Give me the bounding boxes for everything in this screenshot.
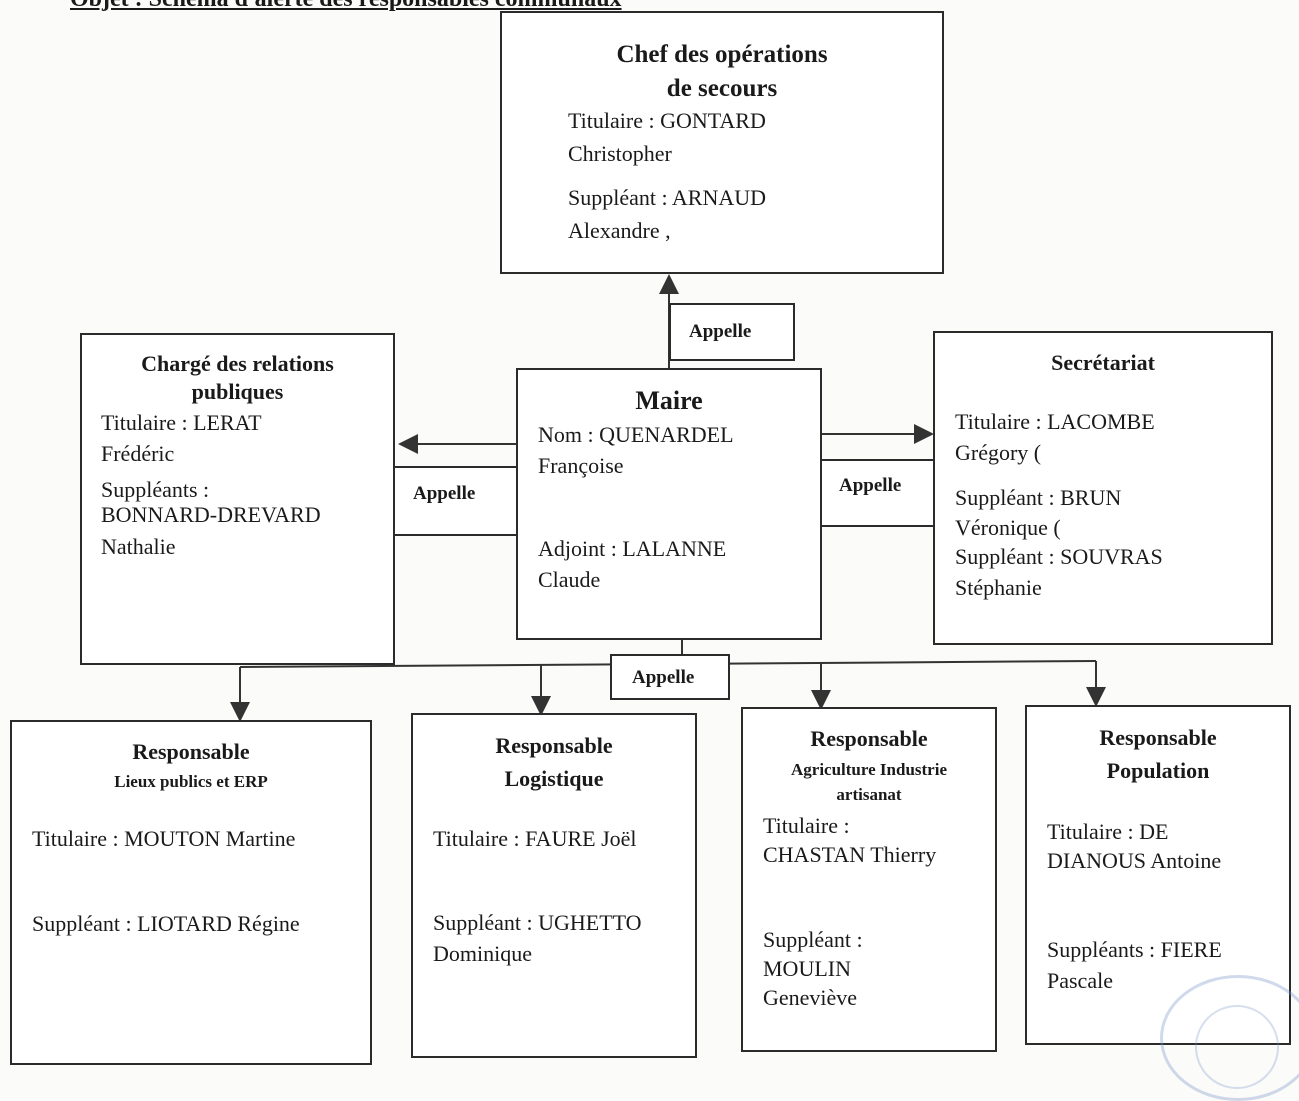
appelle-label-bottom: Appelle xyxy=(610,654,730,700)
secretariat-suppleant2-line1: Suppléant : SOUVRAS xyxy=(955,544,1163,569)
maire-nom-line2: Françoise xyxy=(538,453,624,478)
relations-titulaire-line1: Titulaire : LERAT xyxy=(101,410,262,435)
agriculture-subtitle-line2: artisanat xyxy=(836,785,902,804)
relations-title-line1: Chargé des relations xyxy=(141,351,334,376)
maire-adjoint-line1: Adjoint : LALANNE xyxy=(538,536,727,561)
secretariat-titulaire-line2: Grégory ( xyxy=(955,440,1042,465)
logistique-title-line1: Responsable xyxy=(495,733,613,758)
appelle-text: Appelle xyxy=(839,475,902,496)
population-suppleant-line1: Suppléants : FIERE xyxy=(1047,937,1222,962)
chef-suppleant-line2: Alexandre , xyxy=(568,218,671,243)
agriculture-suppleant-line2: MOULIN xyxy=(763,956,851,981)
relations-suppleant-line1: BONNARD-DREVARD xyxy=(101,502,321,527)
population-titulaire-line2: DIANOUS Antoine xyxy=(1047,848,1222,873)
agriculture-subtitle-line1: Agriculture Industrie xyxy=(791,760,947,779)
lieux-subtitle: Lieux publics et ERP xyxy=(114,772,268,791)
agriculture-title: Responsable xyxy=(810,726,928,751)
maire-adjoint-line2: Claude xyxy=(538,567,601,592)
lieux-title: Responsable xyxy=(132,739,250,764)
relations-title-line2: publiques xyxy=(191,379,284,404)
document-header: Objet : Schéma d'alerte des responsables… xyxy=(70,0,622,13)
population-title-line1: Responsable xyxy=(1099,725,1217,750)
agriculture-suppleant-line3: Geneviève xyxy=(763,985,858,1010)
responsable-agriculture-box: Responsable Agriculture Industrie artisa… xyxy=(741,707,997,1052)
secretariat-box: Secrétariat Titulaire : LACOMBE Grégory … xyxy=(933,331,1273,645)
responsable-lieux-box: Responsable Lieux publics et ERP Titulai… xyxy=(10,720,372,1065)
secretariat-title: Secrétariat xyxy=(1051,350,1155,375)
responsable-logistique-box: Responsable Logistique Titulaire : FAURE… xyxy=(411,713,697,1058)
relations-suppleants-label: Suppléants : xyxy=(101,477,210,502)
population-titulaire-line1: Titulaire : DE xyxy=(1047,819,1169,844)
lieux-titulaire: Titulaire : MOUTON Martine xyxy=(32,826,296,851)
maire-box: Maire Nom : QUENARDEL Françoise Adjoint … xyxy=(516,368,822,640)
lieux-suppleant: Suppléant : LIOTARD Régine xyxy=(32,911,300,936)
secretariat-suppleant2-line2: Stéphanie xyxy=(955,575,1042,600)
relations-suppleant-line2: Nathalie xyxy=(101,534,176,559)
secretariat-suppleant1-line1: Suppléant : BRUN xyxy=(955,485,1122,510)
chef-operations-box: Chef des opérations de secours Titulaire… xyxy=(500,11,944,274)
appelle-text: Appelle xyxy=(413,483,476,504)
chef-suppleant-line1: Suppléant : ARNAUD xyxy=(568,185,766,210)
logistique-titulaire: Titulaire : FAURE Joël xyxy=(433,826,637,851)
chef-titulaire-line2: Christopher xyxy=(568,141,672,166)
logistique-suppleant-line2: Dominique xyxy=(433,941,532,966)
appelle-text: Appelle xyxy=(689,321,752,342)
chef-titulaire-line1: Titulaire : GONTARD xyxy=(568,108,766,133)
appelle-text: Appelle xyxy=(632,667,695,688)
population-suppleant-line2: Pascale xyxy=(1047,968,1113,993)
appelle-label-top: Appelle xyxy=(669,303,795,361)
agriculture-titulaire-line2: CHASTAN Thierry xyxy=(763,842,937,867)
agriculture-titulaire-line1: Titulaire : xyxy=(763,813,850,838)
secretariat-suppleant1-line2: Véronique ( xyxy=(955,515,1061,540)
logistique-title-line2: Logistique xyxy=(504,766,604,791)
appelle-label-left: Appelle xyxy=(393,466,517,536)
population-title-line2: Population xyxy=(1106,758,1210,783)
chef-title-line1: Chef des opérations xyxy=(616,41,828,68)
logistique-suppleant-line1: Suppléant : UGHETTO xyxy=(433,910,642,935)
appelle-label-right: Appelle xyxy=(822,459,934,527)
agriculture-suppleant-line1: Suppléant : xyxy=(763,927,863,952)
secretariat-titulaire-line1: Titulaire : LACOMBE xyxy=(955,409,1155,434)
official-stamp-inner xyxy=(1195,1005,1279,1089)
chef-title-line2: de secours xyxy=(666,75,778,102)
maire-title: Maire xyxy=(635,386,703,415)
relations-publiques-box: Chargé des relations publiques Titulaire… xyxy=(80,333,395,665)
relations-titulaire-line2: Frédéric xyxy=(101,441,175,466)
maire-nom-line1: Nom : QUENARDEL xyxy=(538,422,734,447)
